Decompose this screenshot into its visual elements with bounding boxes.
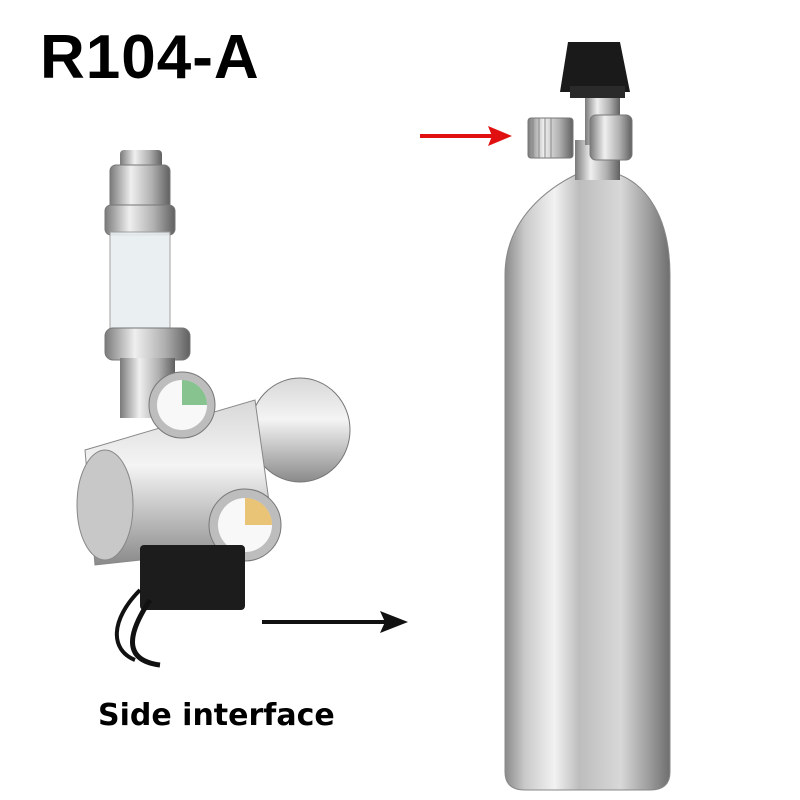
black-arrow-icon — [262, 611, 408, 633]
co2-cylinder — [504, 42, 671, 791]
side-interface-caption: Side interface — [98, 698, 335, 733]
model-title: R104-A — [40, 23, 260, 92]
co2-regulator — [76, 150, 351, 668]
cylinder-valve-knob — [560, 42, 630, 92]
red-arrow-icon — [420, 126, 512, 146]
